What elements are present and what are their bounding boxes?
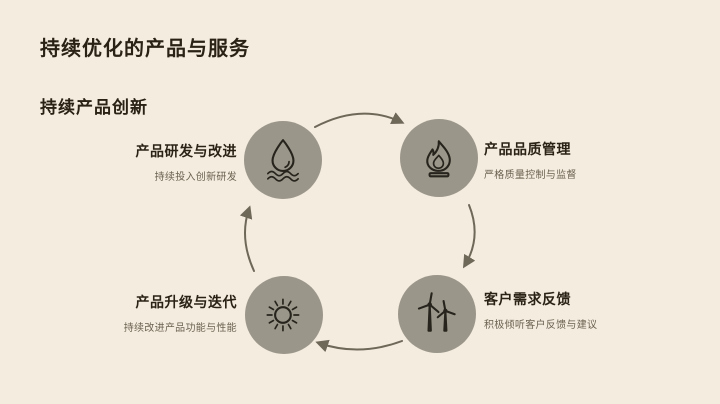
arrow-bottom [315, 339, 403, 353]
node-label: 产品品质管理 [484, 141, 571, 157]
arrow-left [239, 205, 255, 272]
arrow-right [462, 204, 476, 269]
section-subtitle: 持续产品创新 [40, 98, 148, 117]
node-quality [400, 119, 478, 197]
node-text-feedback: 客户需求反馈 积极倾听客户反馈与建议 [484, 289, 659, 331]
node-subtext: 积极倾听客户反馈与建议 [484, 320, 598, 331]
node-text-upgrade: 产品升级与迭代 持续改进产品功能与性能 [62, 292, 237, 334]
node-subtext: 持续投入创新研发 [154, 172, 237, 183]
page-title: 持续优化的产品与服务 [40, 38, 250, 60]
flame-icon [426, 140, 451, 178]
node-text-quality: 产品品质管理 严格质量控制与监督 [484, 139, 659, 181]
node-subtext: 严格质量控制与监督 [484, 170, 577, 181]
arrow-top [314, 112, 405, 128]
wind-turbine-icon [417, 292, 456, 332]
node-text-product-rd: 产品研发与改进 持续投入创新研发 [62, 141, 237, 183]
node-label: 客户需求反馈 [484, 291, 571, 307]
sun-icon [266, 298, 300, 332]
node-label: 产品升级与迭代 [135, 294, 237, 310]
node-label: 产品研发与改进 [135, 143, 237, 159]
node-subtext: 持续改进产品功能与性能 [123, 323, 237, 334]
node-upgrade [245, 276, 323, 354]
node-feedback [398, 275, 476, 353]
node-product-rd [244, 121, 322, 199]
water-drop-icon [267, 139, 299, 182]
